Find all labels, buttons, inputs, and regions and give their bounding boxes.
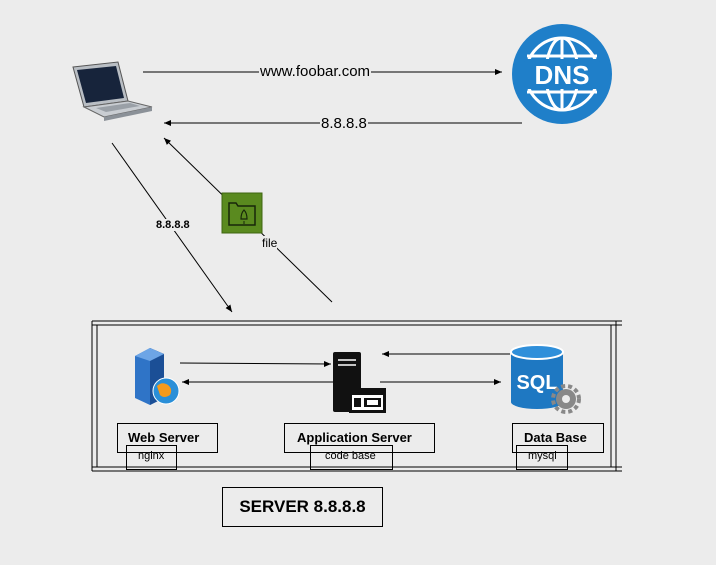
database-sub-box [516,445,568,470]
server-title: SERVER 8.8.8.8 [222,487,383,527]
database-box [512,423,604,453]
database-sql-icon: SQL [510,344,581,414]
file-icon [221,192,263,234]
client-request-ip-label: 8.8.8.8 [156,219,190,231]
web-server-sub: nginx [138,450,165,462]
web-server-box [117,423,218,453]
app-server-title: Application Server [297,430,412,445]
web-to-app-arrow [179,360,332,367]
gear-icon [551,384,581,414]
web-server-sub-box [126,445,177,470]
dns-icon-text: DNS [535,60,590,90]
web-server-title: Web Server [128,430,200,445]
web-server-icon [135,348,180,405]
app-server-sub: code base [325,450,376,462]
app-server-sub-box [310,445,393,470]
dns-globe-icon: DNS [512,24,612,124]
sql-icon-text: SQL [516,372,557,394]
dns-response-ip-label: 8.8.8.8 [320,115,368,132]
database-sub: mysql [528,450,557,462]
database-title: Data Base [524,430,587,445]
request-domain-label: www.foobar.com [259,63,372,80]
file-label: file [262,236,278,250]
app-server-box [284,423,435,453]
server-frame [91,320,622,472]
application-server-icon [333,352,386,413]
laptop-icon [72,61,153,121]
